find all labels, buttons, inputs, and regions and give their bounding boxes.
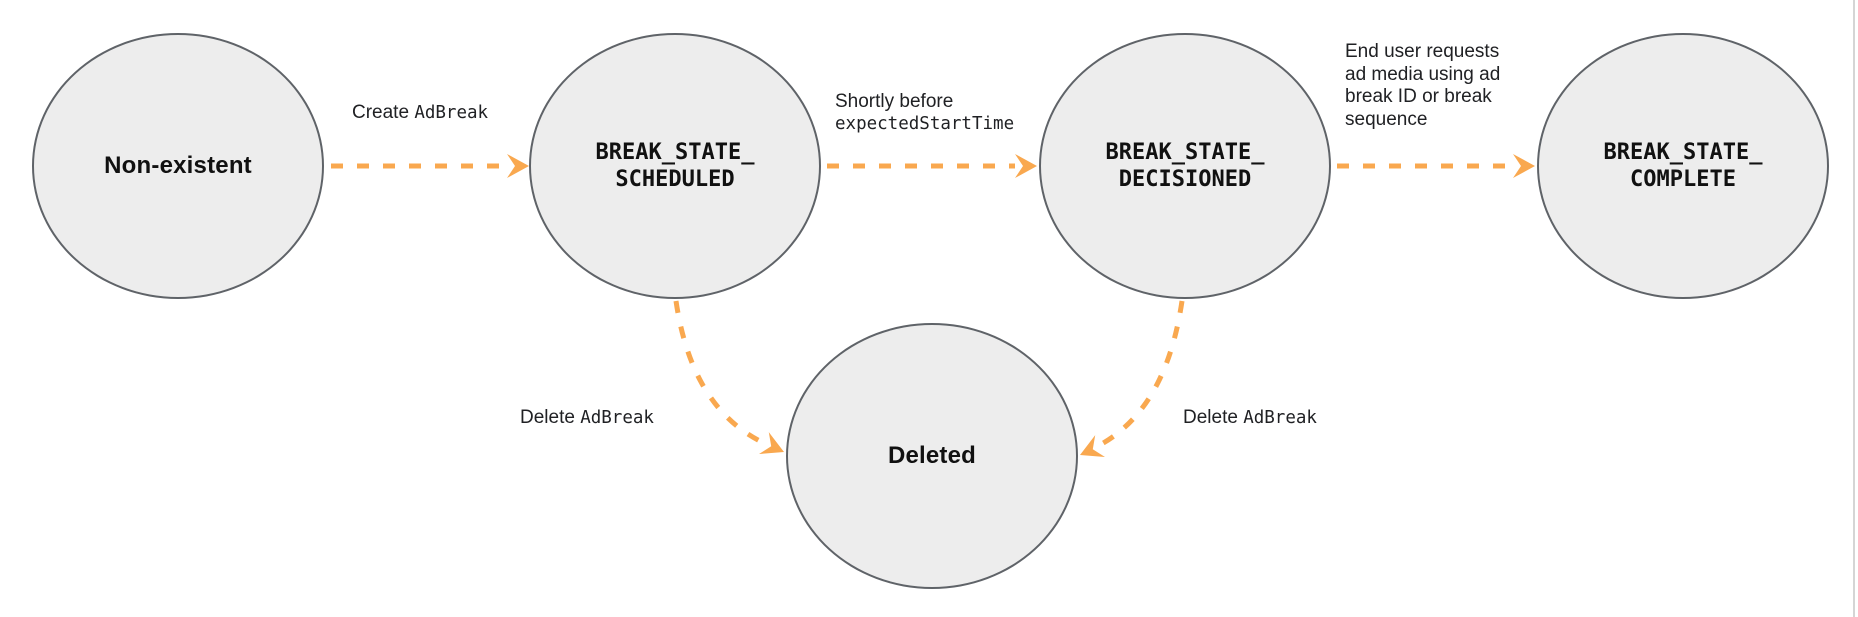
arrow-end-user-request	[1337, 154, 1535, 178]
state-label-scheduled-line2: SCHEDULED	[615, 167, 735, 192]
label-delete-adbreak-left-code: AdBreak	[580, 408, 654, 428]
state-node-deleted: Deleted	[786, 323, 1078, 589]
page-right-border	[1853, 0, 1855, 617]
state-label-non-existent: Non-existent	[104, 152, 252, 179]
arrow-shortly-before	[827, 154, 1037, 178]
arrow-create-adbreak	[331, 154, 529, 178]
state-label-complete-line2: COMPLETE	[1630, 167, 1736, 192]
label-delete-adbreak-right: Delete AdBreak	[1183, 406, 1317, 430]
state-node-non-existent: Non-existent	[32, 33, 324, 299]
label-end-user-line4: sequence	[1345, 108, 1428, 130]
arrow-end-user-request-head-icon	[1513, 154, 1535, 178]
label-create-adbreak: Create AdBreak	[352, 101, 488, 125]
label-delete-adbreak-right-code: AdBreak	[1243, 408, 1317, 428]
state-label-decisioned-line1: BREAK_STATE_	[1105, 140, 1265, 165]
label-shortly-before-expectedstarttime: Shortly before expectedStartTime	[835, 90, 1014, 136]
state-label-complete-line1: BREAK_STATE_	[1603, 140, 1763, 165]
label-end-user-line1: End user requests	[1345, 41, 1500, 62]
arrow-shortly-before-head-icon	[1015, 154, 1037, 178]
arrow-delete-from-scheduled-head-icon	[759, 432, 784, 455]
arrow-delete-from-decisioned-line	[1096, 300, 1185, 449]
arrow-delete-from-scheduled	[673, 300, 784, 455]
label-end-user-line3: break ID or break	[1345, 86, 1492, 107]
label-delete-adbreak-left-plain: Delete	[520, 407, 581, 428]
label-create-adbreak-code: AdBreak	[414, 103, 489, 123]
label-end-user-line2: ad media using ad	[1345, 63, 1501, 85]
label-end-user-requests: End user requests ad media using ad brea…	[1345, 41, 1535, 131]
label-create-adbreak-plain: Create	[352, 102, 415, 123]
arrow-delete-from-decisioned	[1080, 300, 1185, 458]
label-shortly-before-line1: Shortly before	[835, 91, 954, 112]
label-shortly-before-line2: expectedStartTime	[835, 114, 1015, 134]
state-node-break-state-complete: BREAK_STATE_ COMPLETE	[1537, 33, 1829, 299]
state-label-scheduled-line1: BREAK_STATE_	[595, 140, 755, 165]
label-delete-adbreak-right-plain: Delete	[1183, 407, 1244, 428]
state-label-deleted: Deleted	[887, 442, 977, 469]
arrow-delete-from-scheduled-line	[673, 300, 768, 447]
state-node-break-state-scheduled: BREAK_STATE_ SCHEDULED	[529, 33, 821, 299]
arrow-delete-from-decisioned-head-icon	[1080, 435, 1105, 458]
label-delete-adbreak-left: Delete AdBreak	[520, 406, 654, 430]
state-node-break-state-decisioned: BREAK_STATE_ DECISIONED	[1039, 33, 1331, 299]
state-label-decisioned-line2: DECISIONED	[1118, 167, 1252, 192]
arrow-create-adbreak-head-icon	[507, 154, 529, 178]
